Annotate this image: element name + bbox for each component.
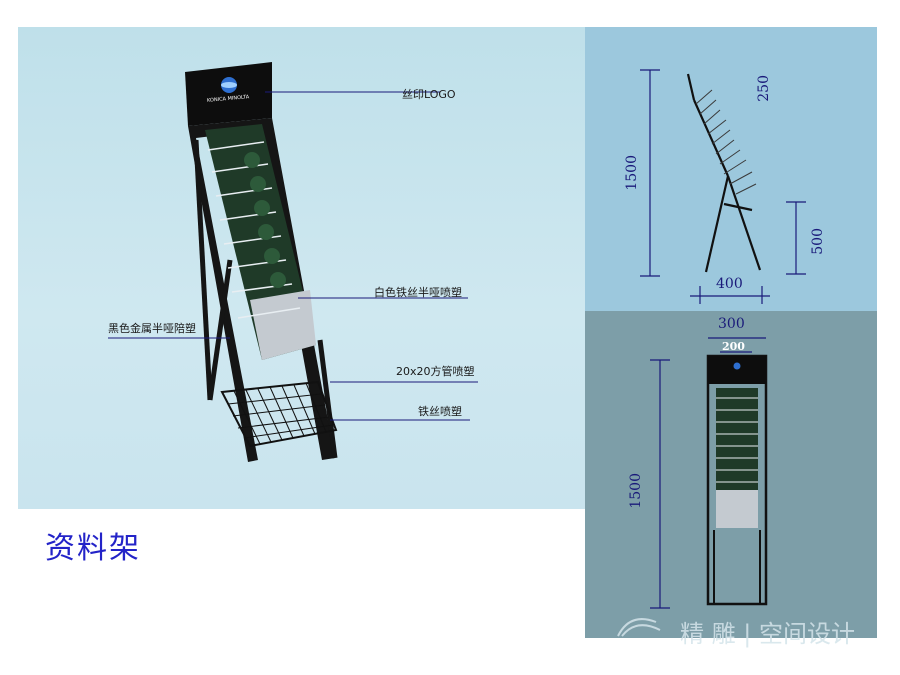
brand-logo-highlight <box>221 82 237 88</box>
brochure-graphics <box>244 152 286 288</box>
callout-silk-logo: 丝印LOGO <box>402 88 456 101</box>
front-logo-icon <box>733 362 741 370</box>
watermark-text: 精 雕 | 空间设计 <box>680 620 855 648</box>
front-header-board <box>708 356 766 384</box>
front-brochure-panel <box>716 388 758 490</box>
render-panel <box>18 27 585 509</box>
front-brochure-bottom <box>716 490 758 528</box>
page-title: 资料架 <box>45 531 141 566</box>
basket-grid <box>227 382 334 445</box>
side-view-drawing <box>640 69 806 304</box>
front-view-drawing <box>650 337 768 609</box>
side-dimension-lines <box>640 69 806 304</box>
callout-black-metal: 黑色金属半哑陪塑 <box>108 322 196 335</box>
front-inner-width-dim: 200 <box>722 340 745 353</box>
front-pockets <box>716 397 758 483</box>
rack-frame <box>188 118 335 462</box>
side-frame <box>686 73 762 273</box>
side-top-dim: 250 <box>756 75 772 102</box>
side-height-dim: 1500 <box>624 155 640 191</box>
header-board <box>185 62 272 126</box>
callout-iron-wire: 铁丝喷塑 <box>418 405 462 418</box>
front-width-dim: 300 <box>718 316 745 332</box>
side-depth-dim: 400 <box>716 276 743 292</box>
side-pockets <box>695 89 757 195</box>
side-lower-dim: 500 <box>810 228 826 255</box>
callout-lines <box>108 91 478 421</box>
rack-render <box>108 62 478 462</box>
watermark-logo <box>617 618 661 637</box>
front-dimension-lines <box>650 337 766 609</box>
front-height-dim: 1500 <box>628 473 644 509</box>
rear-leg-right <box>317 339 338 459</box>
rear-brace <box>207 259 233 401</box>
callout-tube: 20x20方管喷塑 <box>396 365 475 378</box>
callout-white-wire: 白色铁丝半哑喷塑 <box>374 286 462 299</box>
rear-leg-left <box>193 139 213 401</box>
